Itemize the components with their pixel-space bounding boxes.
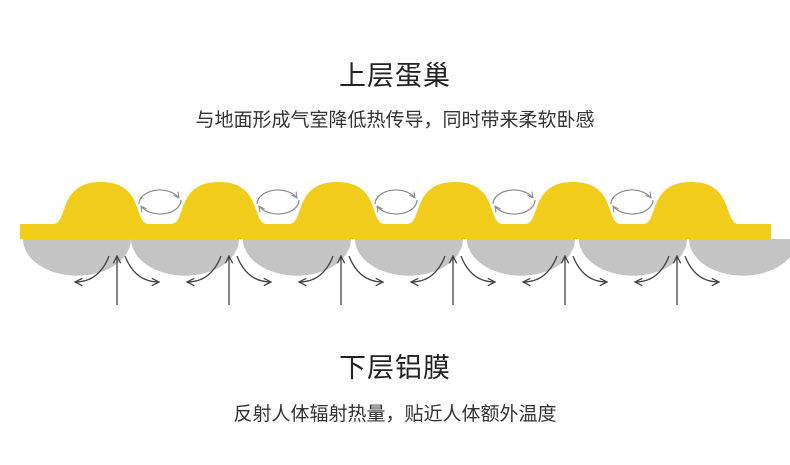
arrow-cluster (523, 256, 607, 305)
foil-bowl (467, 239, 575, 276)
arrow-right (684, 255, 719, 282)
arrow-cluster (411, 256, 495, 305)
upper-layer-description: 与地面形成气室降低热传导，同时带来柔软卧感 (195, 109, 595, 131)
arrow-left (187, 255, 222, 282)
circulation-icon (374, 189, 418, 215)
foil-bowl (355, 239, 463, 276)
arrow-left (299, 255, 334, 282)
circulation-icon (492, 189, 536, 215)
heat-reflection-arrows (75, 256, 719, 305)
lower-layer-title: 下层铝膜 (339, 353, 451, 384)
circulation-icon (610, 189, 654, 215)
circulation-arc-top (492, 189, 533, 205)
lower-layer-description: 反射人体辐射热量，贴近人体额外温度 (233, 403, 557, 425)
yellow-egg-crate-layer (20, 182, 771, 239)
arrow-cluster (187, 256, 271, 305)
circulation-arc-bottom (495, 199, 536, 215)
circulation-icon (256, 189, 300, 215)
arrow-right (572, 255, 607, 282)
arrow-left (75, 255, 110, 282)
arrow-left (523, 255, 558, 282)
arrow-right (124, 255, 159, 282)
circulation-icon (138, 189, 182, 215)
arrow-right (348, 255, 383, 282)
yellow-layer-shape (20, 182, 771, 239)
arrow-left (411, 255, 446, 282)
circulation-arc-top (138, 189, 179, 205)
arrow-cluster (635, 256, 719, 305)
foil-bowl (243, 239, 351, 276)
circulation-arc-bottom (377, 199, 418, 215)
air-chamber-circulation-icons (138, 189, 654, 215)
arrow-right (460, 255, 495, 282)
upper-layer-title: 上层蛋巢 (339, 61, 451, 92)
silver-foil-layer (23, 239, 790, 276)
arrow-right (236, 255, 271, 282)
circulation-arc-top (374, 189, 415, 205)
circulation-arc-bottom (259, 199, 300, 215)
foil-bowl (23, 239, 131, 276)
circulation-arc-bottom (613, 199, 654, 215)
circulation-arc-top (256, 189, 297, 205)
arrow-cluster (75, 256, 159, 305)
arrow-cluster (299, 256, 383, 305)
circulation-arc-bottom (141, 199, 182, 215)
foil-bowl (579, 239, 687, 276)
foil-bowl (131, 239, 239, 276)
circulation-arc-top (610, 189, 651, 205)
arrow-left (635, 255, 670, 282)
foil-bowl (689, 239, 790, 276)
